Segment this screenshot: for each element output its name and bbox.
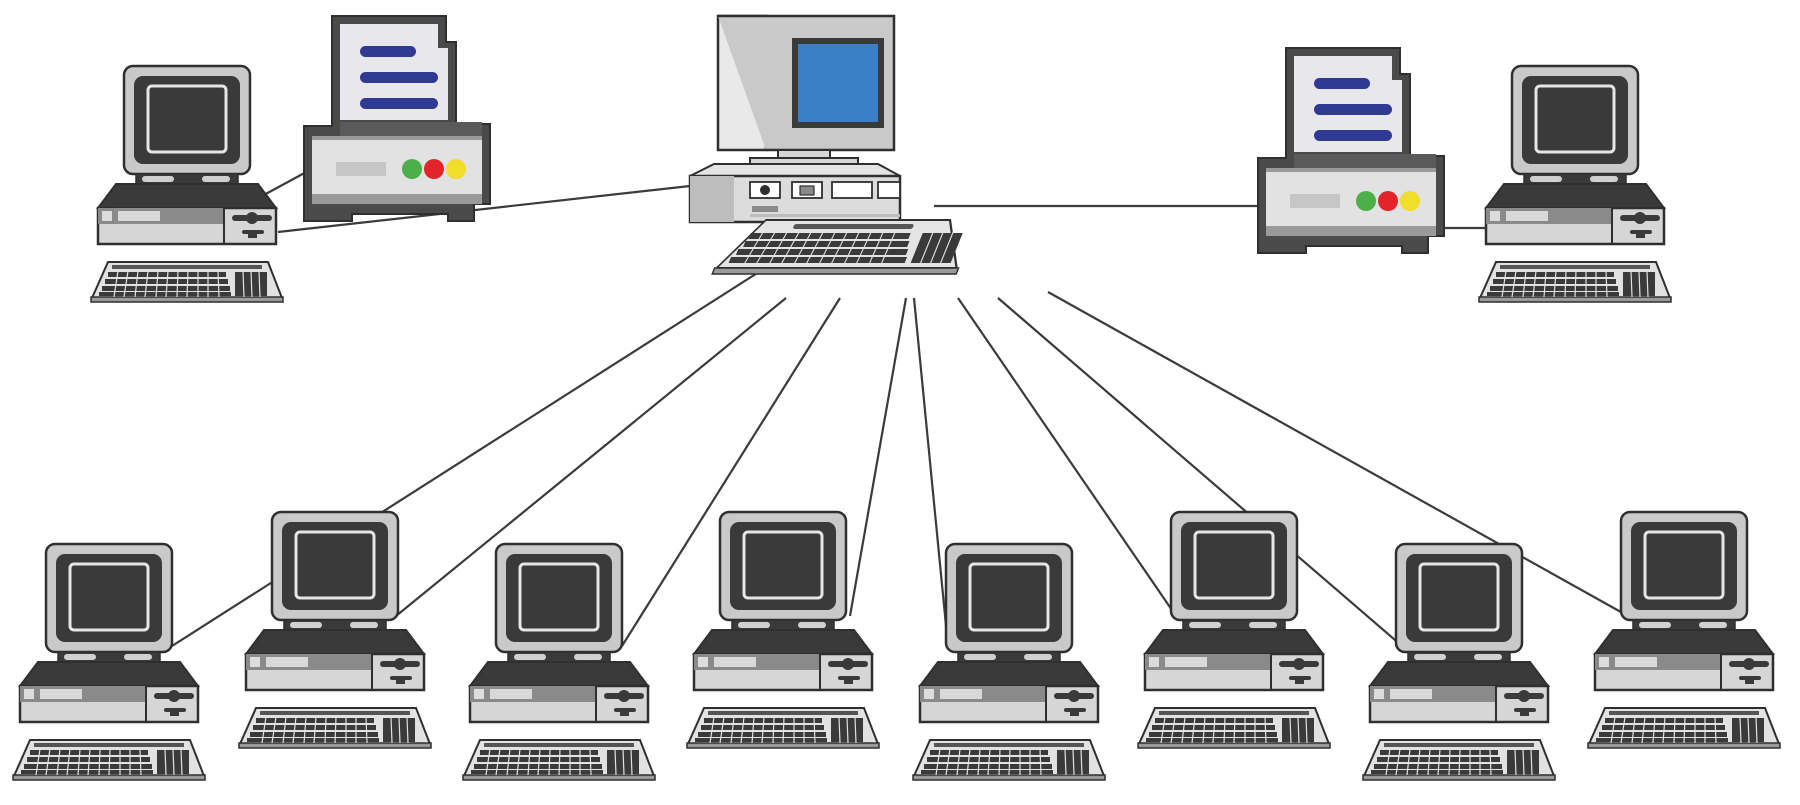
link-server-ws8 <box>1047 291 1629 617</box>
link-server-ws7 <box>997 297 1403 647</box>
workstation-3-icon <box>463 544 655 780</box>
workstation-top-right-icon <box>1479 66 1671 302</box>
link-server-ws1 <box>171 269 763 647</box>
link-topleft-server <box>277 184 691 234</box>
link-server-ws4 <box>848 297 908 617</box>
workstation-1-icon <box>13 544 205 780</box>
workstation-8-icon <box>1588 512 1780 748</box>
workstation-top-left-icon <box>91 66 283 302</box>
workstation-7-icon <box>1363 544 1555 780</box>
printer-left-icon <box>303 15 491 222</box>
link-topleft-printer <box>261 169 311 197</box>
link-server-ws6 <box>957 297 1177 617</box>
workstation-4-icon <box>687 512 879 748</box>
server-computer-icon <box>688 14 980 276</box>
link-server-ws5 <box>912 297 950 647</box>
link-server-ws2 <box>395 297 787 617</box>
link-server-ws3 <box>621 297 841 647</box>
workstation-2-icon <box>239 512 431 748</box>
printer-right-icon <box>1257 47 1445 254</box>
network-links <box>171 169 1629 647</box>
workstation-6-icon <box>1138 512 1330 748</box>
